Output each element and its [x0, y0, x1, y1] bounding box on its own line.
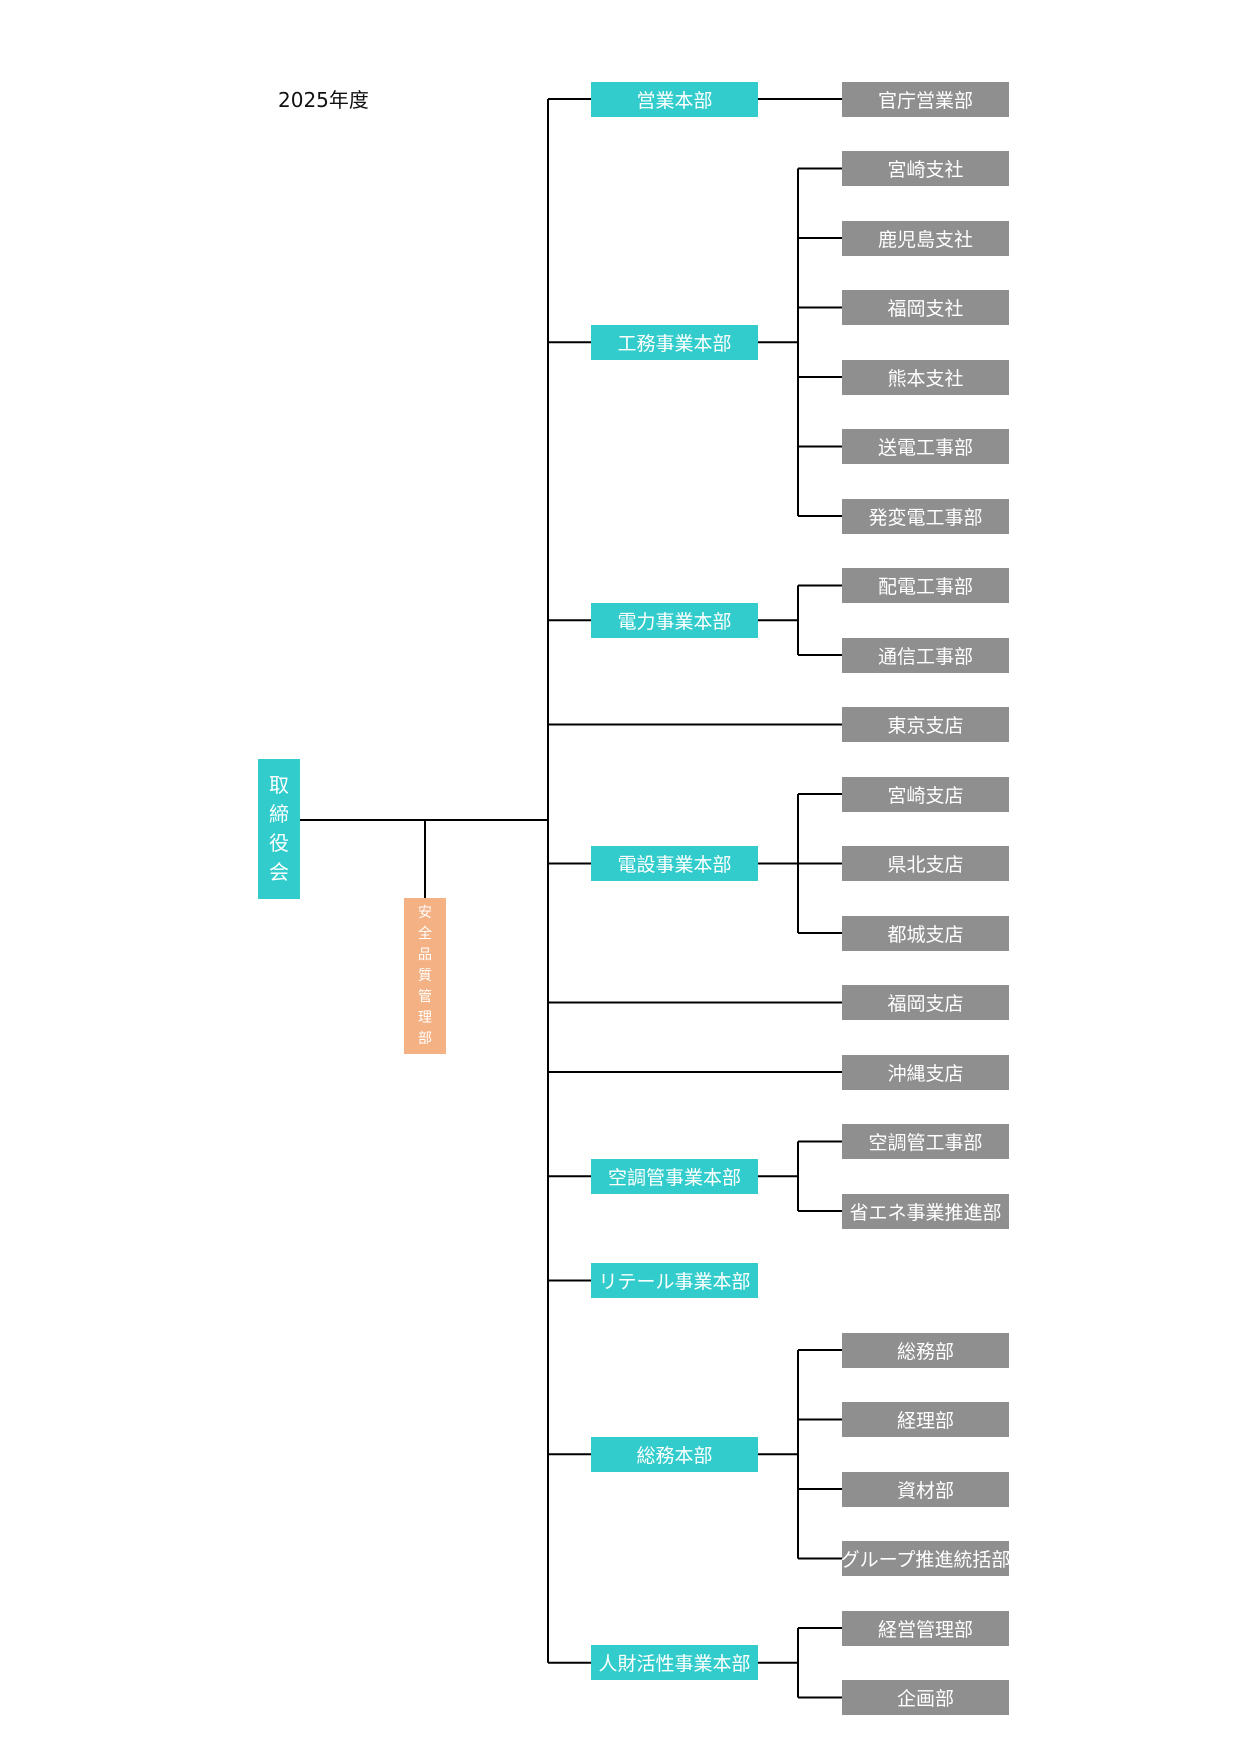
fiscal-year-label: 2025年度 [278, 88, 369, 112]
department-box-fukuoka-0: 福岡支店 [842, 985, 1009, 1020]
department-box-densetsu-0: 宮崎支店 [842, 776, 1009, 812]
department-box-koumu-2: 福岡支社 [842, 290, 1009, 325]
department-box-koumu-3: 熊本支社 [842, 359, 1009, 395]
department-box-koumu-0: 宮崎支社 [842, 151, 1009, 186]
division-box-kucho: 空調管事業本部 [591, 1158, 758, 1194]
department-box-somu-2: 資材部 [842, 1471, 1009, 1507]
department-box-kucho-0: 空調管工事部 [842, 1124, 1009, 1159]
department-box-somu-1: 経理部 [842, 1402, 1009, 1437]
board-of-directors-box: 取締役会 [258, 759, 300, 899]
safety-label: 安全品質管理部 [418, 904, 432, 1047]
department-box-somu-3: グループ推進統括部 [841, 1541, 1010, 1576]
department-box-kucho-1: 省エネ事業推進部 [842, 1193, 1009, 1229]
department-box-denryoku-0: 配電工事部 [842, 568, 1009, 603]
division-box-somu: 総務本部 [591, 1436, 758, 1472]
department-box-tokyo-0: 東京支店 [842, 707, 1009, 742]
division-box-retail: リテール事業本部 [591, 1263, 758, 1298]
department-box-somu-0: 総務部 [842, 1332, 1009, 1368]
department-box-densetsu-1: 県北支店 [842, 846, 1009, 881]
division-box-densetsu: 電設事業本部 [591, 846, 758, 881]
division-box-eigyo: 営業本部 [591, 81, 758, 117]
department-box-koumu-1: 鹿児島支社 [842, 220, 1009, 256]
department-box-okinawa-0: 沖縄支店 [842, 1054, 1009, 1090]
department-box-koumu-5: 発変電工事部 [842, 498, 1009, 534]
division-box-jinzai: 人財活性事業本部 [591, 1645, 758, 1681]
department-box-eigyo-0: 官庁営業部 [842, 81, 1009, 117]
division-box-denryoku: 電力事業本部 [591, 602, 758, 638]
department-box-jinzai-0: 経営管理部 [842, 1610, 1009, 1646]
department-box-koumu-4: 送電工事部 [842, 429, 1009, 464]
department-box-jinzai-1: 企画部 [842, 1680, 1009, 1715]
safety-quality-dept-box: 安全品質管理部 [404, 898, 446, 1054]
division-box-koumu: 工務事業本部 [591, 324, 758, 360]
department-box-denryoku-1: 通信工事部 [842, 637, 1009, 673]
board-label: 取締役会 [269, 773, 289, 884]
department-box-densetsu-2: 都城支店 [842, 915, 1009, 951]
